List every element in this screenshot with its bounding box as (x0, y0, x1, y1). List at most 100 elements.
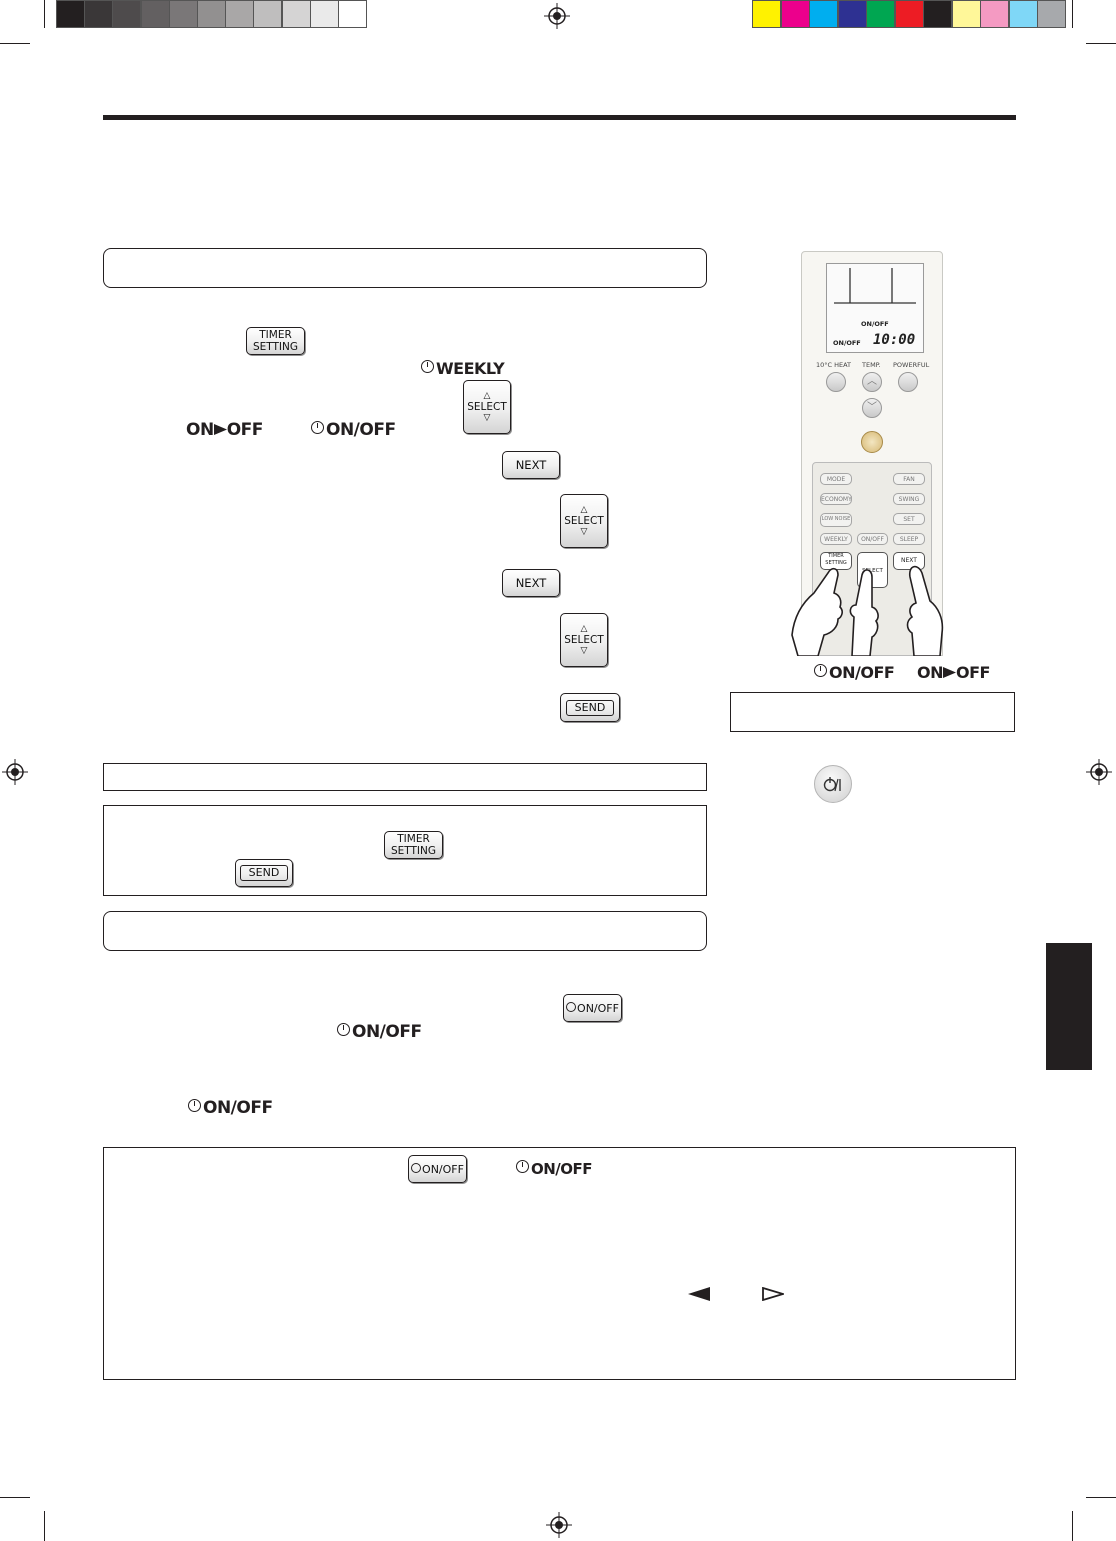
on-text: ON (186, 420, 214, 440)
section-heading-box (103, 248, 707, 288)
remote-lcd (826, 263, 924, 353)
crop-mark (0, 43, 30, 44)
timer-on-off-symbol: ON/OFF (311, 420, 396, 440)
select-button[interactable]: △ SELECT ▽ (560, 613, 608, 667)
gray-swatch (281, 0, 311, 28)
registration-mark-icon (1086, 759, 1112, 785)
power-button[interactable] (814, 765, 852, 803)
lcd-segments (834, 268, 916, 304)
right-arrow-outline-icon (762, 1287, 784, 1301)
off-text: OFF (226, 420, 264, 440)
power-icon (823, 777, 841, 792)
crop-mark (44, 0, 45, 28)
clock-icon (516, 1160, 529, 1173)
gray-swatch (84, 0, 114, 28)
timer-on-off-symbol: ON/OFF (337, 1022, 422, 1042)
select-button[interactable]: △ SELECT ▽ (560, 494, 608, 548)
remote-temp-down-button: ﹀ (862, 398, 882, 418)
send-button[interactable]: SEND (560, 693, 620, 722)
down-arrow-icon: ▽ (483, 413, 491, 423)
timer-on-off-symbol: ON/OFF (188, 1098, 273, 1118)
gray-swatch (253, 0, 283, 28)
remote-label-10c-heat: 10°C HEAT (816, 361, 852, 369)
note-heading-box (103, 763, 707, 791)
off-text: OFF (956, 663, 990, 682)
send-label: SEND (565, 699, 615, 716)
right-arrow-icon (943, 667, 956, 678)
timer-on-off-button[interactable]: ON/OFF (408, 1155, 467, 1183)
registration-mark-icon (544, 3, 570, 29)
gray-swatch (168, 0, 198, 28)
section-tab (1046, 943, 1092, 1070)
clock-icon (411, 1162, 422, 1173)
up-arrow-icon: △ (580, 624, 588, 634)
gray-swatch (225, 0, 255, 28)
gray-swatch (309, 0, 339, 28)
on-text: ON (917, 663, 944, 682)
gray-swatch (197, 0, 226, 28)
timer-on-off-symbol: ON/OFF (814, 663, 895, 682)
send-button[interactable]: SEND (235, 859, 293, 887)
clock-icon (337, 1023, 350, 1036)
color-swatch (1008, 0, 1038, 28)
remote-next-key: NEXT (893, 552, 925, 570)
color-swatch (837, 0, 867, 28)
remote-mode-key: MODE (820, 473, 852, 485)
crop-mark (0, 1497, 30, 1498)
send-label: SEND (239, 865, 289, 881)
color-swatch (980, 0, 1009, 28)
remote-label-temp: TEMP. (862, 361, 881, 369)
weekly-symbol: WEEKLY (421, 359, 505, 378)
left-arrow-icon (688, 1287, 710, 1301)
gray-swatch (112, 0, 142, 28)
lcd-on-off-label: ON/OFF (833, 339, 861, 347)
notes-box (103, 1147, 1016, 1380)
clock-icon (421, 360, 434, 373)
remote-set-key: SET (893, 513, 925, 525)
crop-mark (1086, 1497, 1116, 1498)
clock-icon (566, 1001, 577, 1012)
gray-swatch (56, 0, 85, 28)
pressing-hands-icon (791, 565, 944, 656)
select-button[interactable]: △ SELECT ▽ (463, 380, 511, 434)
registration-mark-icon (2, 759, 28, 785)
gray-swatch (338, 0, 367, 28)
timer-on-off-text: ON/OFF (352, 1022, 422, 1042)
timer-on-off-label: ON/OFF (577, 1001, 619, 1015)
timer-setting-button[interactable]: TIMER SETTING (384, 831, 443, 859)
weekly-text: WEEKLY (436, 359, 505, 378)
color-swatch (866, 0, 895, 28)
timer-on-off-button[interactable]: ON/OFF (563, 994, 622, 1022)
remote-fan-key: FAN (893, 473, 925, 485)
remote-power-button (861, 431, 883, 453)
next-button[interactable]: NEXT (502, 569, 560, 597)
remote-on-off-key: ON/OFF (857, 533, 888, 545)
color-swatch (894, 0, 924, 28)
registration-mark-icon (546, 1512, 572, 1538)
clock-icon (814, 664, 827, 677)
timer-on-off-text: ON/OFF (326, 420, 396, 440)
timer-on-off-text: ON/OFF (829, 663, 895, 682)
timer-on-off-label: ON/OFF (422, 1162, 464, 1176)
next-button[interactable]: NEXT (502, 451, 560, 479)
select-label: SELECT (467, 401, 507, 413)
timer-setting-button[interactable]: TIMER SETTING (246, 327, 305, 355)
note-box (103, 805, 707, 896)
clock-icon (311, 421, 324, 434)
up-arrow-icon: △ (580, 505, 588, 515)
remote-powerful-button (898, 372, 918, 392)
clock-icon (188, 1099, 201, 1112)
up-arrow-icon: △ (483, 391, 491, 401)
color-swatch (752, 0, 781, 28)
down-arrow-icon: ▽ (580, 646, 588, 656)
section-heading-box (103, 911, 707, 951)
color-swatch (809, 0, 838, 28)
remote-swing-key: SWING (893, 493, 925, 505)
timer-on-off-symbol: ON/OFF (516, 1160, 593, 1178)
color-swatch (780, 0, 810, 28)
remote-sleep-key: SLEEP (893, 533, 925, 545)
gray-swatch (140, 0, 170, 28)
timer-on-off-text: ON/OFF (531, 1160, 593, 1178)
timer-on-off-text: ON/OFF (203, 1098, 273, 1118)
remote-temp-up-button: ︿ (862, 372, 882, 392)
